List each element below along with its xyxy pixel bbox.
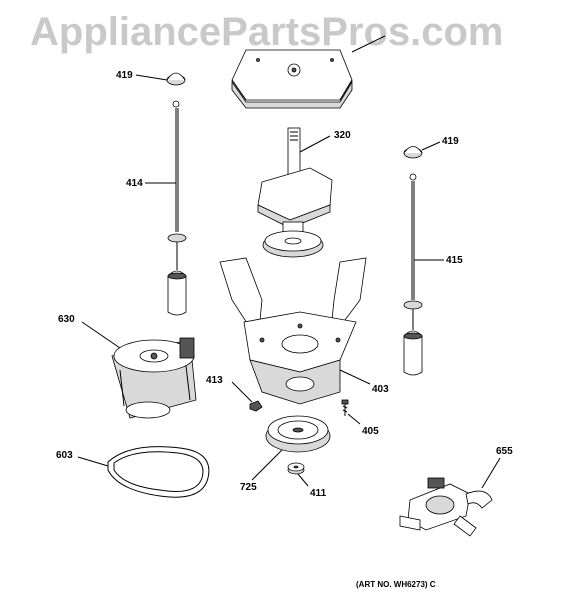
drive-belt-part bbox=[107, 446, 210, 498]
callout-725: 725 bbox=[240, 482, 257, 493]
callout-603: 603 bbox=[56, 450, 73, 461]
cap-left-part bbox=[166, 72, 186, 86]
callout-411: 411 bbox=[310, 488, 327, 499]
mounting-bracket-part bbox=[219, 257, 367, 405]
callout-413: 413 bbox=[206, 375, 223, 386]
leader-603 bbox=[77, 456, 109, 467]
callout-320: 320 bbox=[334, 130, 351, 141]
nut-411-part bbox=[287, 462, 305, 475]
callout-630: 630 bbox=[58, 314, 75, 325]
callout-405: 405 bbox=[362, 426, 379, 437]
tub-cover-part bbox=[231, 49, 353, 109]
leader-655 bbox=[481, 457, 501, 489]
leader-413 bbox=[231, 381, 253, 403]
leader-411 bbox=[297, 473, 309, 487]
leader-405 bbox=[347, 413, 361, 425]
leader-320 bbox=[299, 135, 331, 153]
callout-415: 415 bbox=[446, 255, 463, 266]
suspension-rod-right-part bbox=[403, 173, 423, 376]
callout-655: 655 bbox=[496, 446, 513, 457]
pulley-part bbox=[265, 415, 331, 453]
leader-419-left bbox=[135, 74, 168, 81]
bolt-405-part bbox=[341, 399, 349, 416]
callout-419-right: 419 bbox=[442, 136, 459, 147]
cap-right-part bbox=[403, 146, 423, 159]
art-number: (ART NO. WH6273) C bbox=[356, 580, 436, 589]
leader-cover bbox=[351, 35, 386, 53]
leader-630 bbox=[81, 321, 121, 349]
callout-403: 403 bbox=[372, 384, 389, 395]
nut-413-part bbox=[249, 400, 263, 412]
leader-419-right bbox=[421, 141, 441, 151]
drive-motor-part bbox=[111, 337, 197, 419]
transmission-part bbox=[257, 127, 333, 258]
leader-403 bbox=[339, 369, 371, 385]
drain-pump-part bbox=[399, 477, 493, 537]
callout-414: 414 bbox=[126, 178, 143, 189]
leader-725 bbox=[251, 449, 283, 481]
suspension-rod-left-part bbox=[167, 100, 187, 316]
watermark-logo: AppliancePartsPros.com bbox=[30, 10, 504, 54]
callout-419-left: 419 bbox=[116, 70, 133, 81]
